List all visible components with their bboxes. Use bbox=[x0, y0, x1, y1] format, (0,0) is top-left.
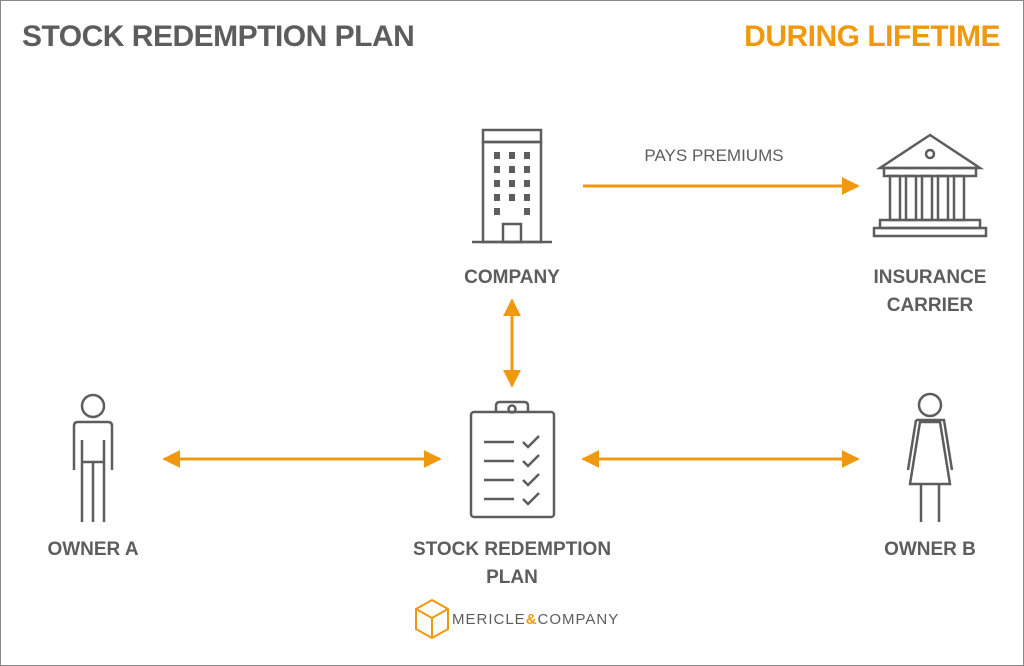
node-label-company: COMPANY bbox=[464, 267, 560, 288]
brand-name: MERICLE bbox=[452, 611, 526, 628]
node-label-owner-b: OWNER B bbox=[884, 539, 976, 560]
node-label-owner-a: OWNER A bbox=[47, 539, 139, 560]
node-label-insurance-carrier: INSURANCE CARRIER bbox=[830, 264, 1024, 320]
edge-label-pays-premiums: PAYS PREMIUMS bbox=[644, 146, 784, 165]
bank-columns-icon bbox=[872, 133, 988, 238]
brand-wordmark: MERICLE&COMPANY bbox=[452, 611, 619, 628]
node-label-insurance-line2: CARRIER bbox=[886, 295, 974, 316]
node-label-plan-line2: PLAN bbox=[486, 567, 538, 588]
office-building-icon bbox=[472, 128, 552, 244]
clipboard-checklist-icon bbox=[469, 400, 556, 519]
brand-ampersand: & bbox=[525, 611, 538, 628]
female-person-icon bbox=[906, 392, 954, 522]
node-label-plan-line1: STOCK REDEMPTION bbox=[412, 539, 612, 560]
diagram-title: STOCK REDEMPTION PLAN bbox=[22, 20, 415, 53]
diagram-subtitle: DURING LIFETIME bbox=[744, 20, 1000, 53]
node-label-insurance-line1: INSURANCE bbox=[873, 267, 987, 288]
box-logo-icon bbox=[415, 598, 449, 640]
male-person-icon bbox=[72, 393, 114, 522]
node-label-plan: STOCK REDEMPTION PLAN bbox=[392, 536, 632, 592]
brand-suffix: COMPANY bbox=[537, 611, 620, 628]
